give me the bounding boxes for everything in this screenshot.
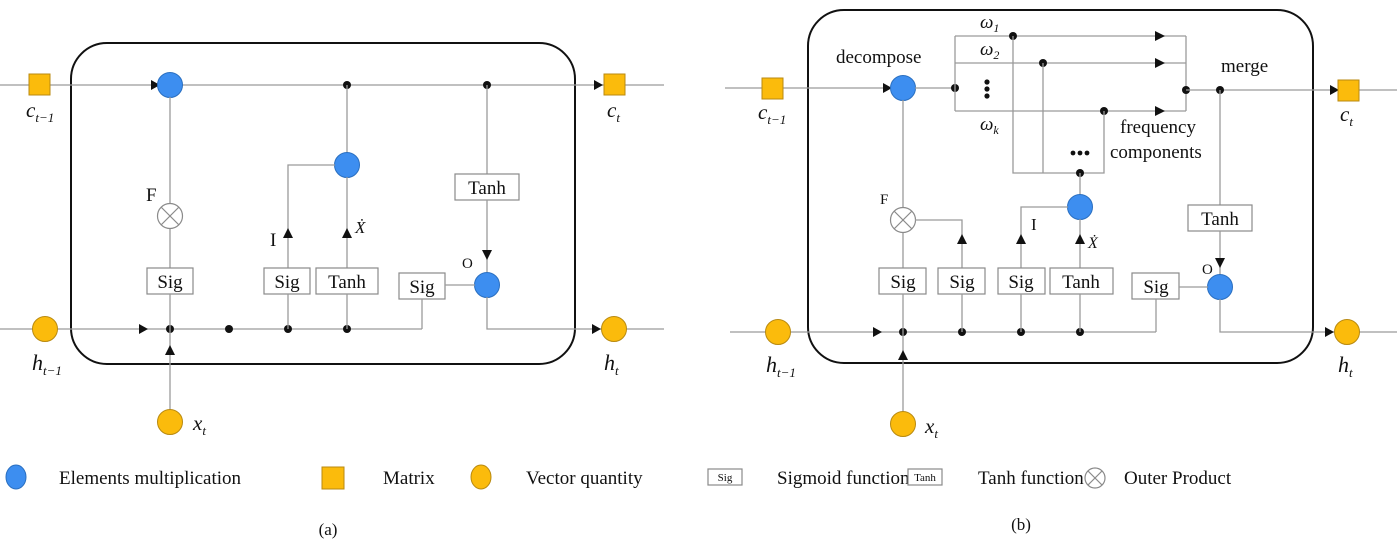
multiply-forget-a xyxy=(157,72,183,98)
legend-outer-product-icon xyxy=(1084,467,1106,489)
label-h-b: ht xyxy=(1338,352,1353,380)
legend-label-vector: Vector quantity xyxy=(526,468,643,489)
label-frequency: frequency xyxy=(1120,117,1196,138)
label-decompose: decompose xyxy=(836,47,921,68)
legend-blue-circle-icon xyxy=(5,464,27,490)
vector-x-a xyxy=(157,409,183,435)
omega-2: ω2 xyxy=(980,39,999,62)
multiply-decompose-b xyxy=(890,75,916,101)
matrix-c-b xyxy=(1337,79,1360,102)
label-c-prev-b: ct−1 xyxy=(758,100,786,127)
panel-a: ct−1 ct F Sig I Ẋ Sig Tanh Tanh O xyxy=(0,42,664,438)
gate-label-input-a: I xyxy=(270,230,276,251)
label-h-prev-b: ht−1 xyxy=(766,352,796,380)
legend-label-tanh: Tanh function xyxy=(978,468,1084,489)
label-h-prev-a: ht−1 xyxy=(32,350,62,378)
legend-label-matrix: Matrix xyxy=(383,468,435,489)
matrix-c-prev-a xyxy=(28,73,51,96)
legend-tanh-box-text: Tanh xyxy=(914,472,936,484)
caption-a: (a) xyxy=(319,520,338,539)
gate-label-forget-a: F xyxy=(146,185,157,206)
legend: Elements multiplication Matrix Vector qu… xyxy=(5,464,1232,490)
gate-label-output-b: O xyxy=(1202,262,1213,278)
tanh-cell-a: Tanh xyxy=(468,178,506,199)
legend-tanh-box-icon xyxy=(907,468,943,486)
legend-label-outer-product: Outer Product xyxy=(1124,468,1232,489)
matrix-c-prev-b xyxy=(761,77,784,100)
gate-label-candidate-b: Ẋ xyxy=(1087,234,1099,252)
cell-frame-a xyxy=(70,42,576,365)
label-merge: merge xyxy=(1221,56,1268,77)
legend-label-sigmoid: Sigmoid function xyxy=(777,468,910,489)
label-x-b: xt xyxy=(924,414,938,441)
label-h-a: ht xyxy=(604,350,619,378)
vector-h-a xyxy=(601,316,627,342)
caption-b: (b) xyxy=(1011,515,1031,534)
sig-output-b: Sig xyxy=(1143,277,1169,298)
label-c-a: ct xyxy=(607,98,620,125)
label-c-b: ct xyxy=(1340,102,1353,129)
sig-forget-a: Sig xyxy=(157,272,183,293)
matrix-c-a xyxy=(603,73,626,96)
sig-freq-b: Sig xyxy=(949,272,975,293)
vector-h-prev-a xyxy=(32,316,58,342)
sig-forget-b: Sig xyxy=(890,272,916,293)
sig-output-a: Sig xyxy=(409,277,435,298)
omega-1: ω1 xyxy=(980,12,999,35)
legend-sig-box-icon xyxy=(707,468,743,486)
multiply-input-a xyxy=(334,152,360,178)
multiply-output-a xyxy=(474,272,500,298)
vector-x-b xyxy=(890,411,916,437)
panel-b: ct−1 decompose ω1 ω2 ωk frequency compon… xyxy=(725,9,1397,441)
label-x-a: xt xyxy=(192,411,206,438)
gate-label-forget-b: F xyxy=(880,192,888,208)
gate-label-input-b: I xyxy=(1031,215,1037,234)
multiply-input-b xyxy=(1067,194,1093,220)
sig-input-b: Sig xyxy=(1008,272,1034,293)
multiply-output-b xyxy=(1207,274,1233,300)
legend-orange-circle-icon xyxy=(470,464,492,490)
gate-label-candidate-a: Ẋ xyxy=(354,218,366,237)
gate-label-output-a: O xyxy=(462,256,473,272)
sig-input-a: Sig xyxy=(274,272,300,293)
label-components: components xyxy=(1110,142,1202,163)
vector-h-b xyxy=(1334,319,1360,345)
tanh-cell-b: Tanh xyxy=(1201,209,1239,230)
cell-frame-b xyxy=(807,9,1314,364)
legend-label-multiplication: Elements multiplication xyxy=(59,468,242,489)
legend-orange-square-icon xyxy=(321,466,345,490)
label-c-prev-a: ct−1 xyxy=(26,98,54,125)
tanh-candidate-b: Tanh xyxy=(1062,272,1100,293)
vector-h-prev-b xyxy=(765,319,791,345)
omega-k: ωk xyxy=(980,114,999,137)
legend-sig-box-text: Sig xyxy=(718,472,733,484)
tanh-candidate-a: Tanh xyxy=(328,272,366,293)
